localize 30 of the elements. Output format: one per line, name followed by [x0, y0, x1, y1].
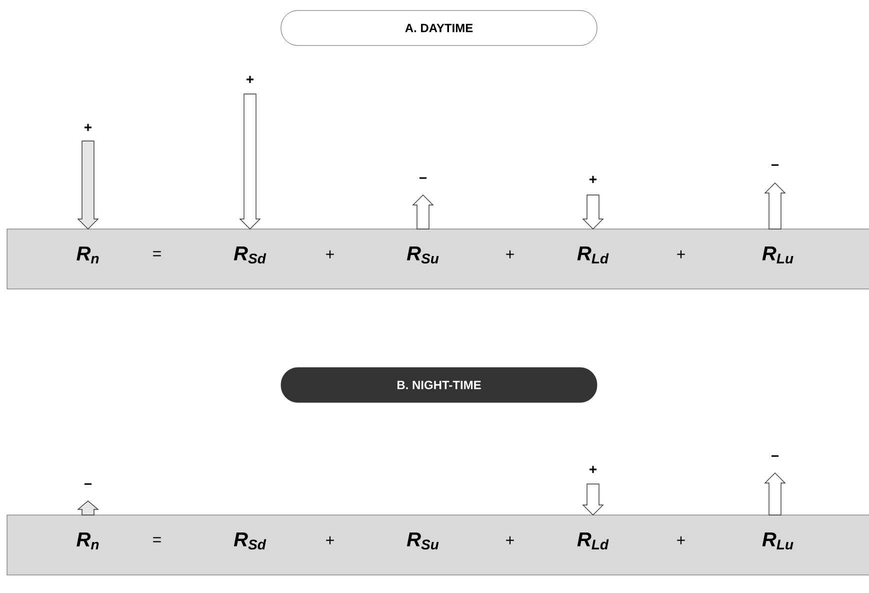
equation-band [6, 514, 869, 576]
operator-sign: + [506, 536, 514, 544]
title-pill: A. DAYTIME [280, 10, 598, 46]
operator-sign: + [506, 250, 514, 258]
sign-label: − [84, 483, 92, 485]
equation-term: R$_{Lu}$ [762, 246, 794, 264]
equation-term: R$_{Sd}$ [234, 246, 266, 264]
equation-term: R$_{n}$ [76, 532, 99, 550]
operator-sign: + [326, 250, 334, 258]
sign-label: − [772, 455, 779, 457]
equation-term: R$_{Ld}$ [577, 532, 609, 550]
sign-label: + [84, 124, 92, 131]
operator-sign: + [677, 536, 685, 544]
equation-term: R$_{n}$ [76, 246, 99, 264]
equation-band [6, 228, 869, 290]
sign-label: − [772, 164, 779, 166]
equation-term: R$_{Lu}$ [762, 532, 794, 550]
operator-sign: = [153, 537, 161, 542]
title-pill: B. NIGHT-TIME [280, 367, 598, 403]
sign-label: + [590, 176, 597, 183]
equation-term: R$_{Sd}$ [234, 532, 266, 550]
equation-term: R$_{Ld}$ [577, 246, 609, 264]
equation-term: R$_{Su}$ [406, 532, 439, 550]
sign-label: − [420, 177, 427, 179]
operator-sign: + [326, 536, 334, 544]
sign-label: + [590, 466, 597, 473]
equation-term: R$_{Su}$ [406, 246, 439, 264]
operator-sign: + [677, 250, 685, 258]
sign-label: + [246, 76, 254, 83]
operator-sign: = [153, 251, 161, 256]
